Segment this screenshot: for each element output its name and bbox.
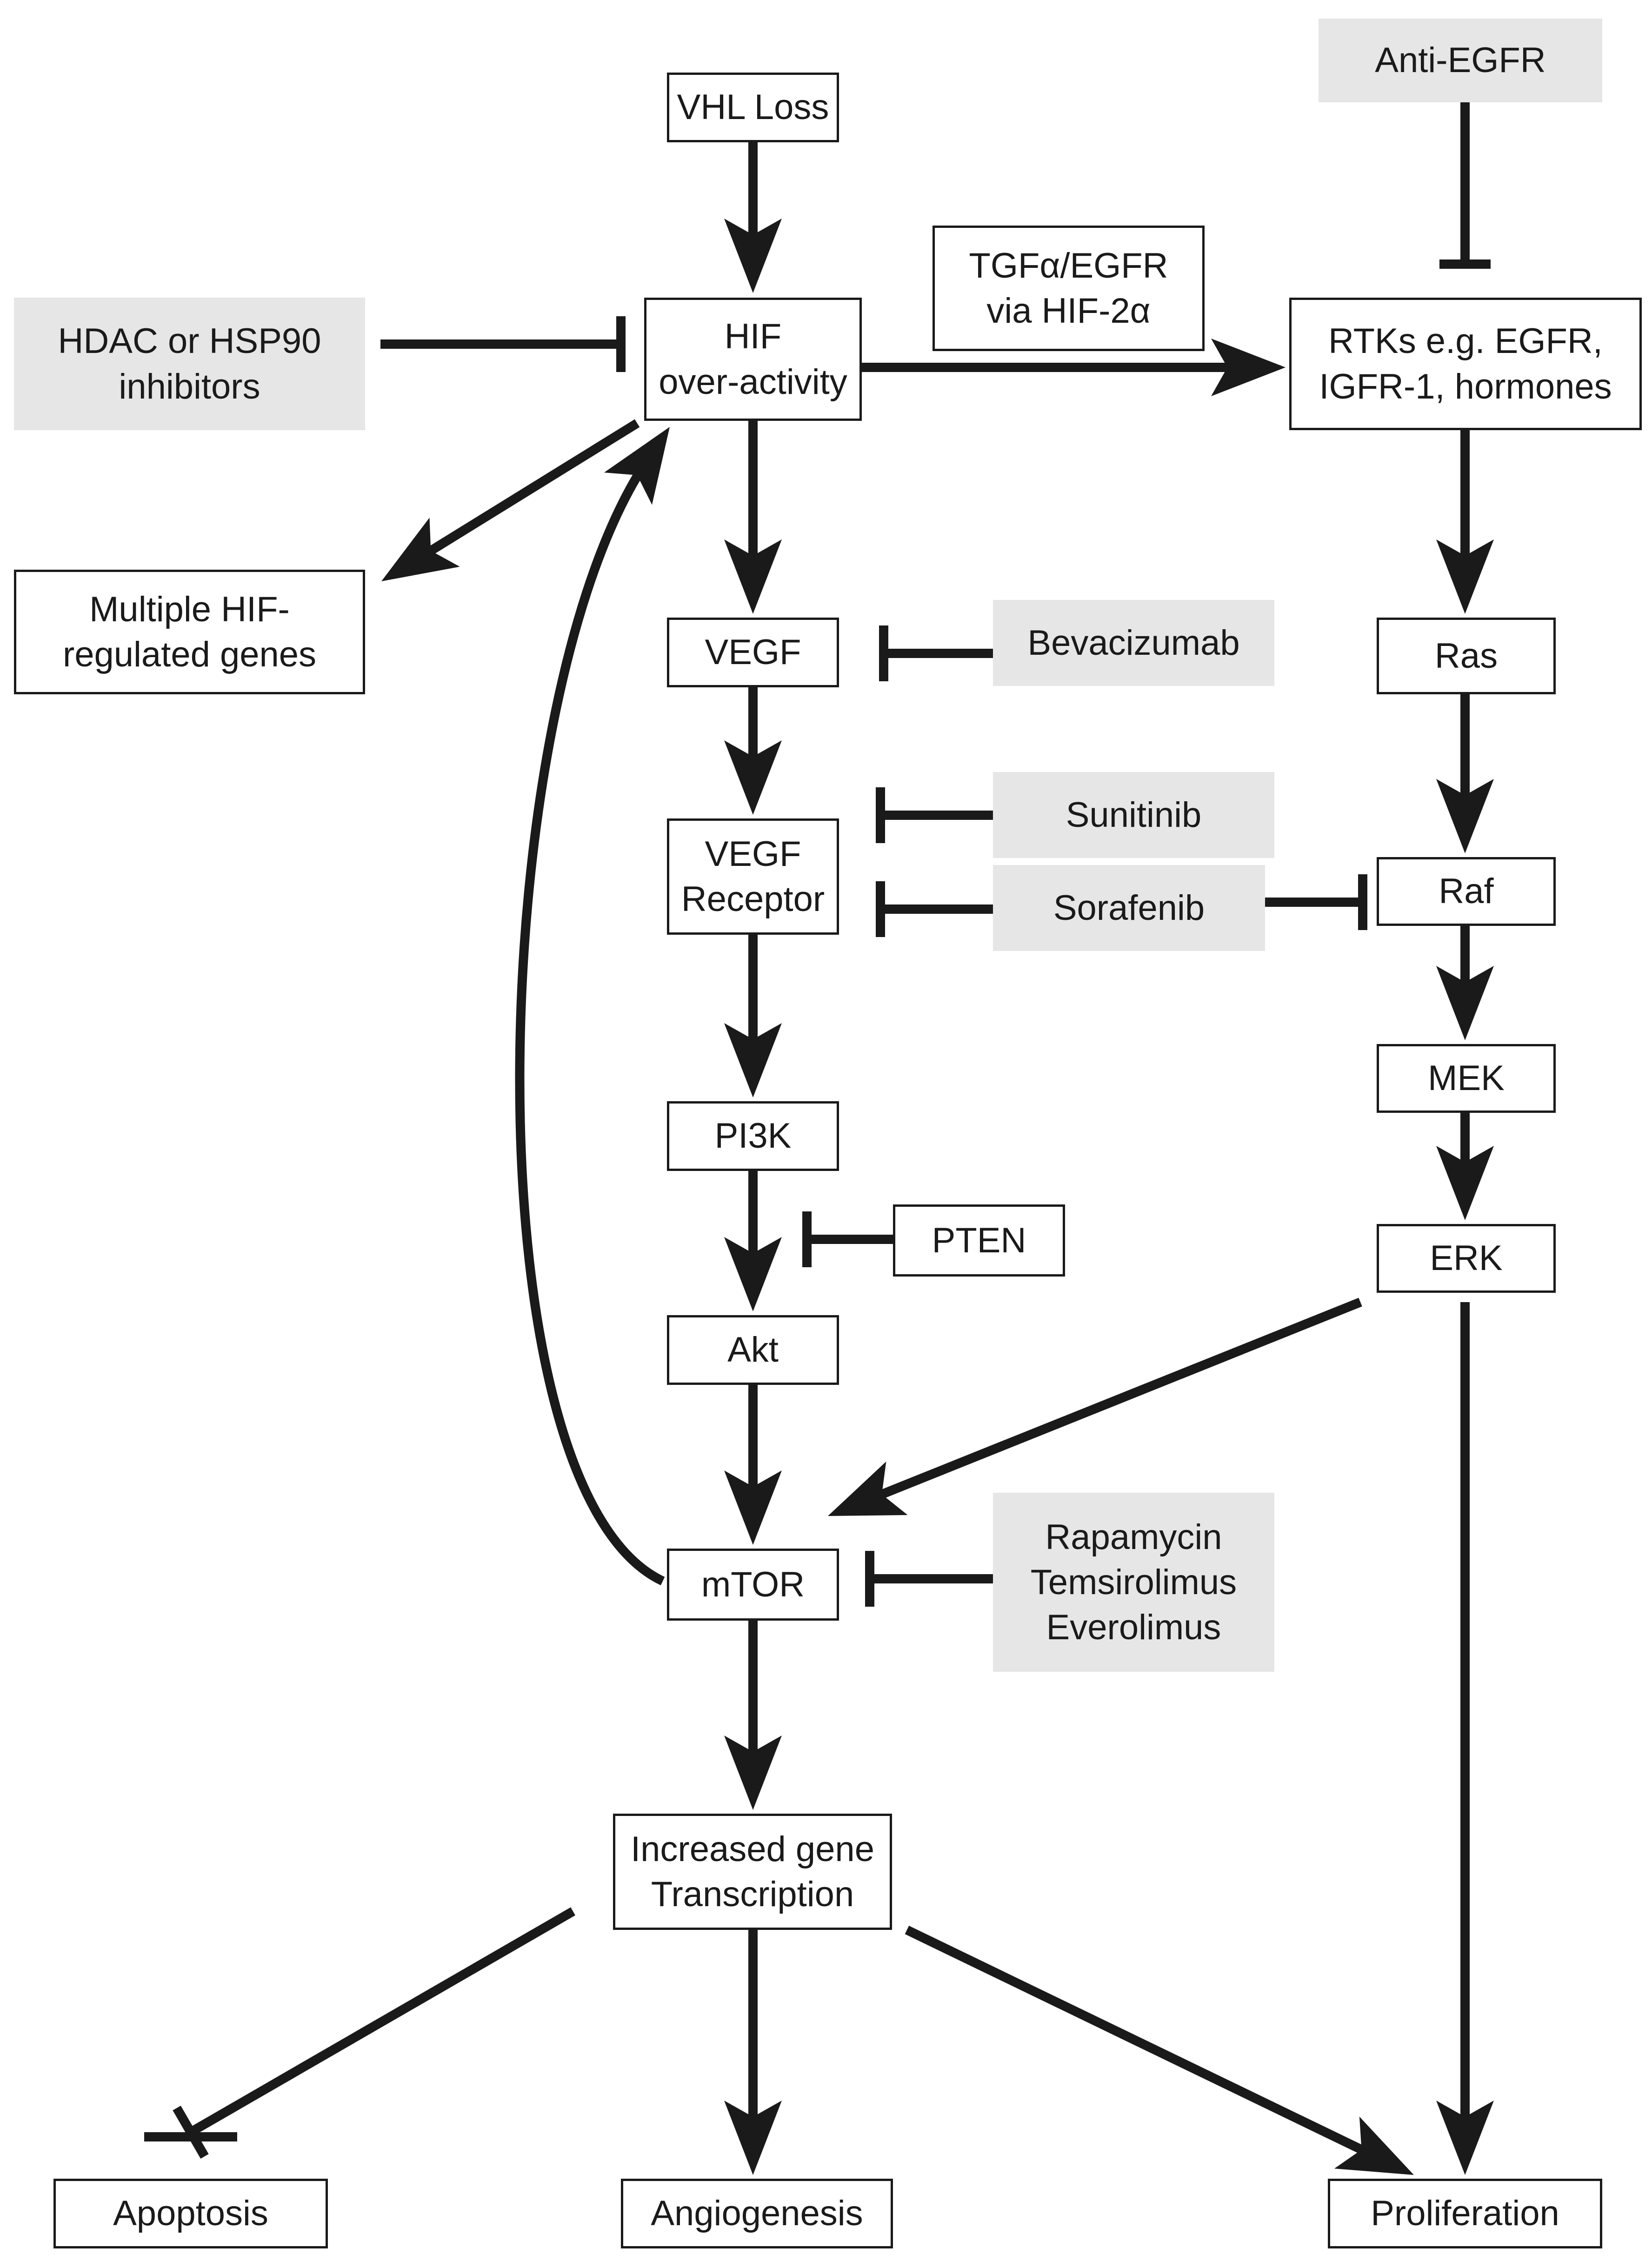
- mek-node: MEK: [1377, 1044, 1556, 1113]
- erk-node: ERK: [1377, 1224, 1556, 1293]
- erk-to-mtor-arrow-shaft: [858, 1297, 1362, 1508]
- tgf-label-line1: TGFα/EGFR: [969, 246, 1168, 286]
- erk-label: ERK: [1430, 1238, 1503, 1278]
- rtks-label-line2: IGFR-1, hormones: [1319, 366, 1612, 406]
- angiogenesis-label: Angiogenesis: [651, 2194, 863, 2234]
- transcription-to-angiogenesis-arrow-head: [724, 2101, 782, 2175]
- pten-node: PTEN: [893, 1204, 1065, 1277]
- vegf-node: VEGF: [667, 618, 839, 687]
- proliferation-label: Proliferation: [1371, 2194, 1559, 2234]
- bevacizumab-drug: Bevacizumab: [993, 600, 1274, 686]
- bevacizumab-label: Bevacizumab: [1027, 623, 1240, 663]
- hif-label-line2: over-activity: [659, 362, 847, 402]
- transcription-to-proliferation-arrow-shaft: [905, 1925, 1385, 2164]
- mtor-inhibitors-drug: Rapamycin Temsirolimus Everolimus: [993, 1493, 1274, 1672]
- vhl-to-hif-arrow-head: [724, 219, 782, 293]
- hif-node: HIF over-activity: [644, 298, 862, 421]
- receptor-to-pi3k-arrow-head: [724, 1023, 782, 1097]
- hif-genes-label-line1: Multiple HIF-: [89, 589, 290, 629]
- vegf-label: VEGF: [705, 632, 801, 672]
- hdac-hsp90-drug: HDAC or HSP90 inhibitors: [14, 298, 365, 430]
- erk-to-mtor-arrow-head: [828, 1461, 908, 1516]
- hif-to-genes-arrow-head: [381, 518, 460, 581]
- hdac-label-line2: inhibitors: [119, 366, 260, 406]
- sunitinib-label: Sunitinib: [1066, 795, 1202, 835]
- vegf-receptor-node: VEGF Receptor: [667, 818, 839, 935]
- tgf-label-line2: via HIF-2α: [986, 291, 1151, 331]
- rtks-to-ras-arrow-head: [1436, 539, 1494, 614]
- transcription-to-proliferation-arrow-head: [1334, 2116, 1414, 2175]
- anti-egfr-drug: Anti-EGFR: [1319, 19, 1602, 102]
- mtor-to-transcription-arrow-head: [724, 1736, 782, 1810]
- ras-to-raf-arrow-head: [1436, 779, 1494, 853]
- vhl-loss-label: VHL Loss: [677, 87, 829, 127]
- vegf-receptor-label-line1: VEGF: [705, 834, 801, 874]
- raf-to-mek-arrow-head: [1436, 966, 1494, 1040]
- akt-node: Akt: [667, 1315, 839, 1385]
- akt-label: Akt: [727, 1330, 779, 1370]
- sorafenib-drug: Sorafenib: [993, 865, 1265, 951]
- vegf-receptor-label-line2: Receptor: [681, 879, 825, 919]
- sorafenib-label: Sorafenib: [1053, 888, 1205, 928]
- anti-egfr-label: Anti-EGFR: [1375, 40, 1546, 80]
- hif-to-rtks-arrow-head: [1211, 339, 1286, 396]
- rapamycin-label: Rapamycin: [1045, 1517, 1222, 1557]
- pi3k-node: PI3K: [667, 1101, 839, 1171]
- akt-to-mtor-arrow-head: [724, 1470, 782, 1545]
- hif-to-vegf-arrow-head: [724, 539, 782, 614]
- mek-label: MEK: [1428, 1058, 1505, 1098]
- rtks-label-line1: RTKs e.g. EGFR,: [1328, 321, 1603, 361]
- hif-to-genes-arrow-shaft: [408, 419, 640, 567]
- mtor-to-hif-feedback-curve: [515, 455, 665, 1586]
- erk-to-proliferation-arrow-head: [1436, 2101, 1494, 2175]
- mtor-node: mTOR: [667, 1549, 839, 1621]
- apoptosis-label: Apoptosis: [113, 2194, 268, 2234]
- angiogenesis-node: Angiogenesis: [621, 2179, 893, 2248]
- mek-to-erk-arrow-head: [1436, 1146, 1494, 1220]
- transcription-label-line1: Increased gene: [631, 1829, 874, 1869]
- raf-label: Raf: [1439, 871, 1494, 911]
- pi3k-label: PI3K: [714, 1116, 792, 1156]
- sunitinib-drug: Sunitinib: [993, 772, 1274, 858]
- vegf-to-receptor-arrow-head: [724, 740, 782, 815]
- everolimus-label: Everolimus: [1046, 1608, 1221, 1648]
- pten-label: PTEN: [932, 1220, 1026, 1260]
- tgf-egfr-node: TGFα/EGFR via HIF-2α: [933, 226, 1205, 351]
- transcription-label-line2: Transcription: [651, 1875, 854, 1914]
- vhl-loss-node: VHL Loss: [667, 73, 839, 142]
- raf-node: Raf: [1377, 857, 1556, 926]
- mtor-label: mTOR: [701, 1564, 805, 1604]
- pi3k-to-akt-arrow-head: [724, 1237, 782, 1311]
- gene-transcription-node: Increased gene Transcription: [613, 1814, 892, 1930]
- rtks-node: RTKs e.g. EGFR, IGFR-1, hormones: [1289, 298, 1642, 430]
- mtor-to-hif-feedback-head: [604, 427, 670, 505]
- hif-genes-label-line2: regulated genes: [62, 635, 317, 674]
- transcription-apoptosis-inhibit-shaft: [188, 1907, 576, 2136]
- hif-label-line1: HIF: [724, 317, 782, 357]
- temsirolimus-label: Temsirolimus: [1030, 1562, 1237, 1602]
- ras-node: Ras: [1377, 618, 1556, 694]
- hif-regulated-genes-node: Multiple HIF- regulated genes: [14, 570, 365, 694]
- proliferation-node: Proliferation: [1328, 2179, 1602, 2248]
- apoptosis-node: Apoptosis: [53, 2179, 328, 2248]
- ras-label: Ras: [1434, 636, 1498, 676]
- hdac-label-line1: HDAC or HSP90: [58, 321, 321, 361]
